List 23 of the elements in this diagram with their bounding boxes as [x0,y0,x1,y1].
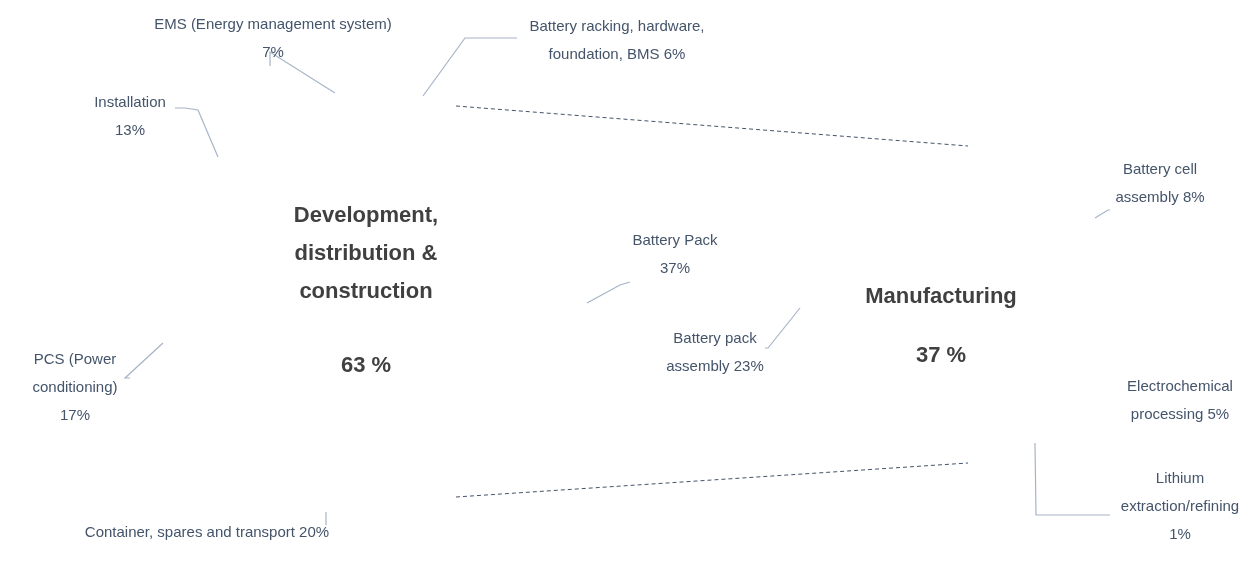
leader-line [325,511,327,526]
slice-label: Container, spares and transport 20% [82,518,332,546]
slice-label: Installation 13% [85,88,175,144]
slice-label: Battery racking, hardware, foundation, BMS 6% [517,12,717,68]
big-heading: Development, distribution & construction [292,201,440,305]
leader-line [1034,442,1111,516]
slice-label: Battery pack assembly 23% [665,324,765,380]
slice-label: Battery cell assembly 8% [1110,155,1210,211]
big-heading: Manufacturing [864,282,1018,310]
leader-line [422,37,518,97]
slice-label: PCS (Power conditioning) 17% [20,345,130,429]
slice-label: Lithium extraction/refining 1% [1110,464,1250,548]
leader-line [123,342,164,379]
percentage-value: 63 % [339,351,393,379]
leader-line [586,281,631,304]
leader-line [269,50,336,94]
leader-line [1094,209,1111,219]
percentage-value: 37 % [914,341,968,369]
slice-label: EMS (Energy management system) 7% [153,10,393,66]
leader-line [764,307,801,349]
slice-label: Battery Pack 37% [630,226,720,282]
leader-line [174,107,219,158]
slice-label: Electrochemical processing 5% [1115,372,1245,428]
